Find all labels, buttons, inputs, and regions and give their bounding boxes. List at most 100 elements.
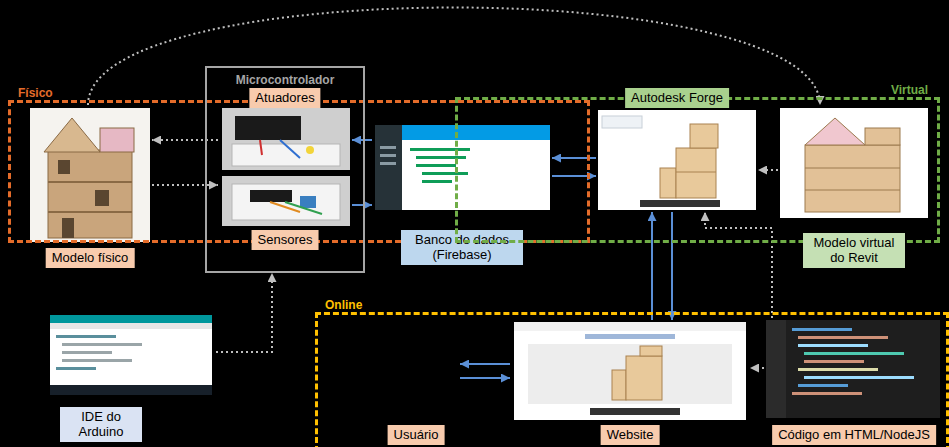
data-flow-arrow: [651, 212, 653, 320]
illustration-part: [798, 368, 878, 371]
illustration-part: [62, 343, 142, 346]
illustration-part: [50, 385, 212, 395]
node-label: Website: [601, 425, 660, 445]
illustration-part: [640, 346, 662, 356]
region-title: Virtual: [888, 83, 931, 97]
illustration-part: [280, 140, 300, 158]
illustration-part: [602, 116, 642, 128]
illustration-part: [50, 315, 212, 323]
label-holder: Banco de dados (Firebase): [401, 230, 523, 265]
illustration-part: [58, 160, 70, 174]
data-flow-arrow: [352, 139, 372, 141]
label-holder: Microcontrolador: [233, 70, 338, 88]
illustration-part: [44, 118, 100, 152]
illustration-part: [690, 124, 718, 148]
illustration-part: [306, 146, 314, 154]
screenshot-node: Autodesk Forge: [596, 86, 758, 212]
illustration-part: [48, 211, 132, 213]
node-label: Código em HTML/NodeJS: [772, 425, 936, 445]
illustration-part: [56, 367, 96, 370]
illustration-part: [798, 344, 868, 347]
screenshot-node: Website: [510, 320, 750, 447]
label-holder: Físico: [15, 83, 56, 101]
link-arrow: [152, 184, 218, 186]
illustration-part: [380, 146, 396, 149]
illustration-part: [805, 190, 900, 191]
region-band: FísicoModelo físico: [8, 100, 590, 243]
illustration-part: [798, 384, 848, 387]
illustration-part: [514, 322, 746, 331]
illustration-part: [56, 335, 116, 338]
illustration-part: [410, 148, 470, 151]
illustration-part: [222, 108, 350, 170]
label-holder: Sensores: [252, 230, 319, 250]
illustration-part: [235, 116, 301, 140]
node-label: Banco de dados (Firebase): [401, 230, 523, 265]
illustration-part: [514, 322, 746, 420]
data-flow-arrow: [460, 377, 510, 379]
revit-model-picture: [780, 108, 928, 218]
illustration-part: [48, 181, 132, 183]
illustration-part: [380, 154, 396, 157]
region-title: Online: [322, 298, 365, 312]
illustration-part: [626, 356, 662, 400]
illustration-part: [805, 168, 900, 169]
label-holder: Online: [322, 295, 365, 313]
illustration-part: [62, 351, 112, 354]
actuators-photo: [222, 108, 350, 170]
illustration-part: [48, 150, 132, 238]
illustration-part: [380, 162, 396, 165]
illustration-part: [62, 359, 132, 362]
sensors-photo: [222, 176, 350, 226]
photo-node: Atuadores: [218, 86, 352, 172]
illustration-part: [585, 334, 675, 339]
illustration-part: [766, 320, 940, 418]
illustration-part: [805, 145, 900, 212]
picture-node: Modelo virtual do Revit: [778, 105, 930, 270]
illustration-part: [416, 156, 466, 159]
illustration-part: [222, 176, 350, 226]
node-label: Usuário: [388, 425, 445, 445]
label-holder: Modelo físico: [46, 248, 135, 268]
group-box: MicrocontroladorAtuadoresSensores: [205, 66, 365, 273]
data-flow-arrow: [671, 212, 673, 320]
arduino-ide-screenshot: [50, 315, 212, 395]
illustration-part: [805, 118, 865, 145]
illustration-part: [100, 128, 134, 152]
illustration-part: [375, 125, 402, 210]
node-label: Modelo virtual do Revit: [803, 233, 905, 268]
illustration-part: [804, 352, 904, 355]
illustration-part: [402, 125, 550, 140]
illustration-part: [270, 202, 300, 212]
link-arrow: [216, 273, 272, 352]
illustration-part: [590, 408, 680, 415]
illustration-part: [804, 360, 864, 363]
illustration-part: [95, 190, 109, 206]
illustration-part: [422, 172, 468, 175]
node-label: IDE do Arduino: [60, 407, 142, 442]
illustration-part: [50, 315, 212, 395]
label-holder: IDE do Arduino: [60, 407, 142, 442]
illustration-part: [416, 164, 456, 167]
screenshot-node: Banco de dados (Firebase): [372, 122, 552, 267]
illustration-part: [30, 108, 150, 242]
illustration-part: [766, 320, 786, 418]
node-label: Modelo físico: [46, 248, 135, 268]
illustration-part: [640, 200, 720, 207]
photo-node: Sensores: [218, 174, 352, 252]
node-label: Autodesk Forge: [625, 88, 729, 108]
illustration-part: [232, 144, 340, 166]
region-title: Microcontrolador: [233, 73, 338, 87]
illustration-part: [598, 110, 756, 210]
region-band: OnlineUsuárioWebsiteCódigo em HTML/NodeJ…: [315, 312, 949, 447]
link-arrow: [750, 367, 764, 369]
illustration-part: [865, 128, 900, 145]
screenshot-node: IDE do Arduino: [48, 312, 216, 444]
physical-model-photo: [30, 108, 150, 242]
node-label: Atuadores: [249, 88, 320, 108]
region-band: VirtualAutodesk ForgeModelo virtual do R…: [455, 97, 940, 243]
code-editor-screenshot: [766, 320, 940, 418]
